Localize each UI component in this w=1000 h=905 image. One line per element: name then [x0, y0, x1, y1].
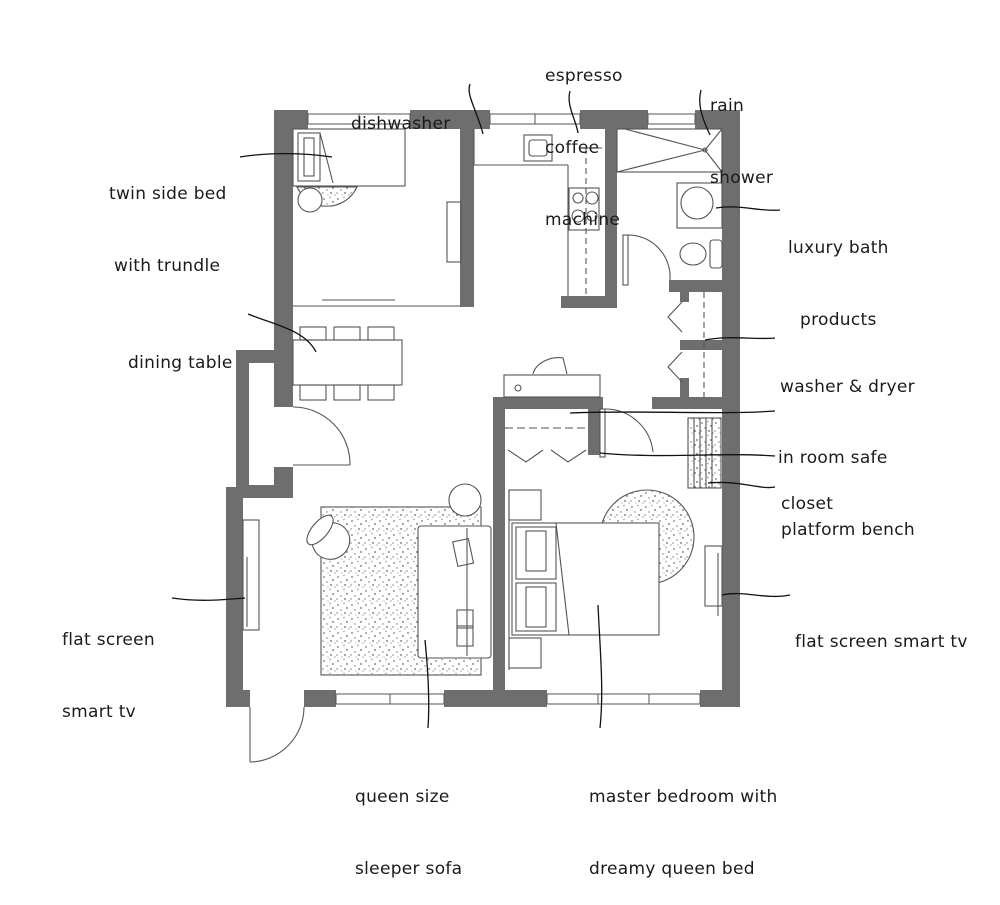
platform-bench	[687, 417, 722, 489]
label-twin-bed: twin side bed with trundle	[109, 184, 227, 276]
label-washer-dryer: washer & dryer	[780, 377, 915, 397]
floor-plan	[171, 83, 791, 763]
key-icon	[514, 384, 522, 392]
label-dishwasher: dishwasher	[351, 114, 451, 134]
stove-icon	[568, 187, 600, 231]
label-rain-shower: rain shower	[710, 96, 774, 188]
label-espresso-machine: espresso coffee machine	[545, 66, 623, 230]
label-in-room-safe: in room safe	[778, 448, 888, 468]
desk	[503, 374, 601, 398]
furniture	[242, 128, 723, 763]
windows	[307, 113, 701, 705]
twin-bed	[292, 128, 406, 187]
sleeper-sofa	[417, 525, 492, 659]
label-flat-screen-tv-right: flat screen smart tv	[795, 632, 968, 652]
label-closet: closet	[781, 494, 834, 514]
label-sleeper-sofa: queen size sleeper sofa	[355, 787, 463, 879]
leader-lines	[171, 83, 791, 729]
label-master-bedroom: master bedroom with dreamy queen bed	[589, 787, 778, 879]
label-luxury-bath-products: luxury bath products	[788, 238, 889, 330]
label-flat-screen-tv-left: flat screen smart tv	[62, 630, 156, 722]
label-dining-table: dining table	[128, 353, 233, 373]
sink-icon	[523, 134, 553, 162]
walls	[226, 110, 740, 707]
label-platform-bench: platform bench	[781, 520, 915, 540]
dining-table	[292, 339, 403, 386]
